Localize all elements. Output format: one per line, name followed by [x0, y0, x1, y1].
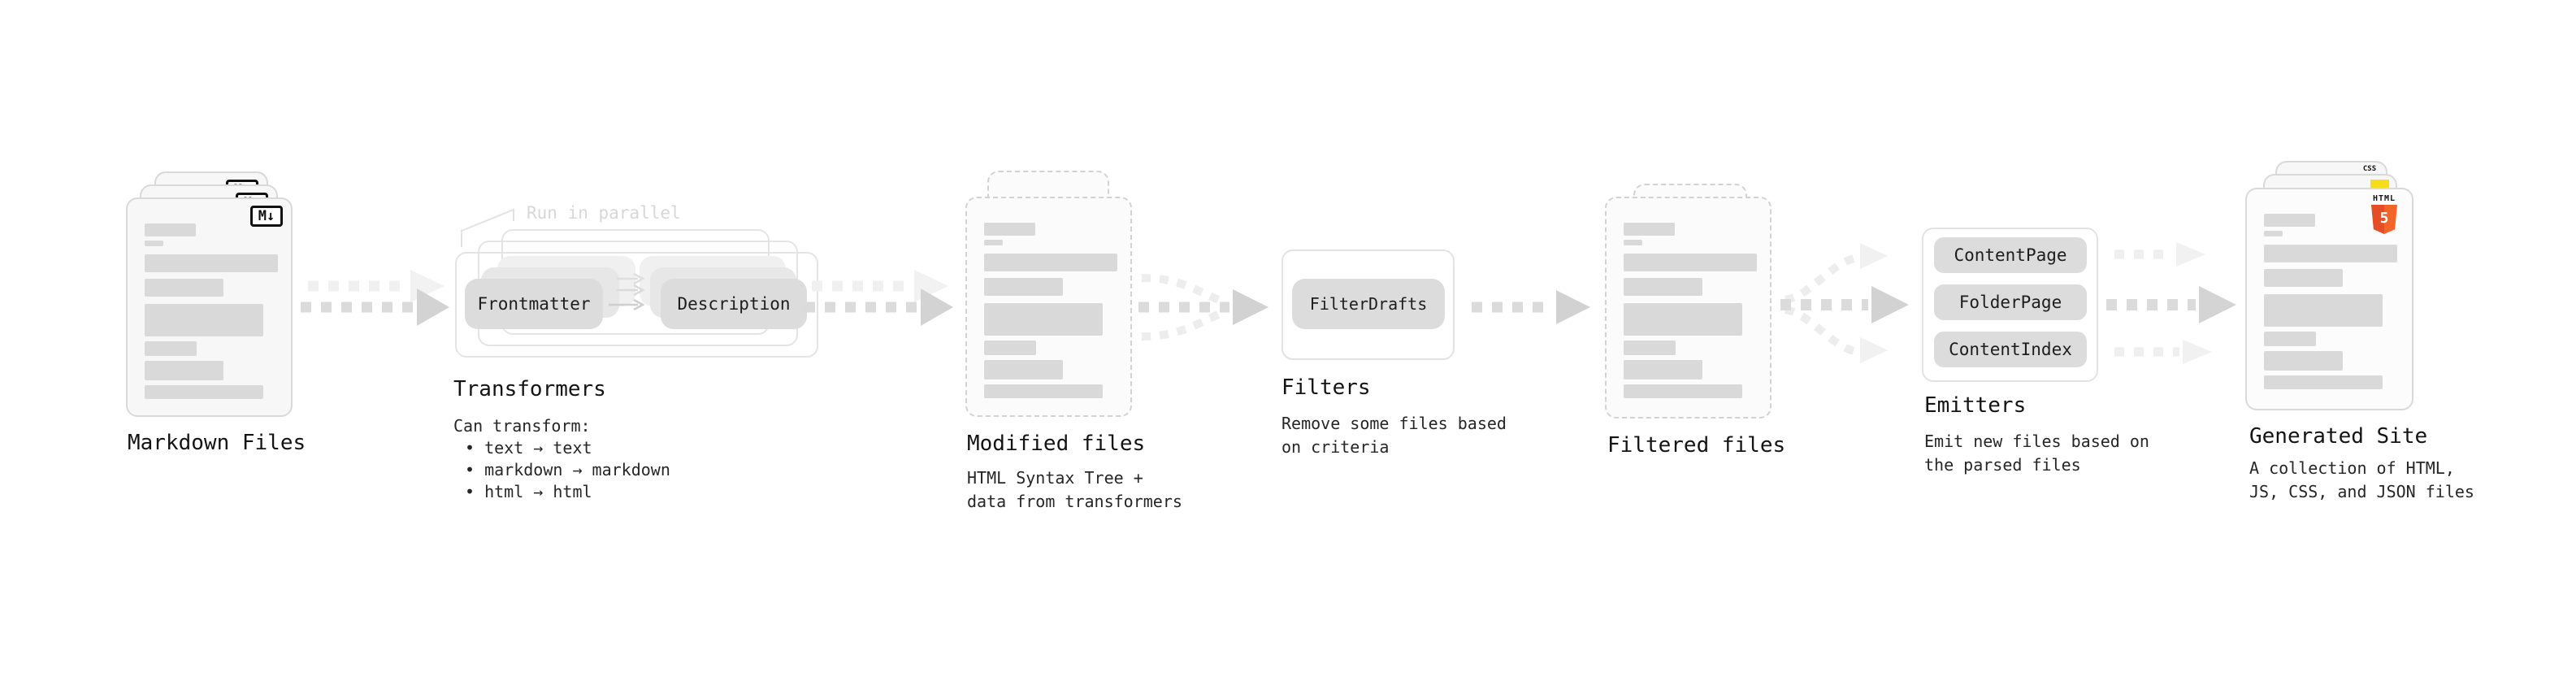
- markdown-files-label: Markdown Files: [128, 431, 306, 455]
- placeholder-bar: [2264, 375, 2383, 389]
- placeholder-bar: [145, 361, 223, 380]
- placeholder-bar: [2264, 332, 2316, 346]
- flow-arrow-modified-to-filters: [1138, 274, 1268, 340]
- capability-item: • text → text: [465, 438, 592, 458]
- contentpage-pill: ContentPage: [1934, 237, 2087, 273]
- file-card: [1605, 197, 1772, 419]
- folderpage-pill: FolderPage: [1934, 284, 2087, 320]
- file-card: [965, 197, 1132, 417]
- markdown-icon: M↓: [250, 206, 283, 227]
- transformers-desc-title: Can transform:: [453, 416, 591, 436]
- placeholder-bar: [1624, 223, 1675, 236]
- generated-site-description: A collection of HTML, JS, CSS, and JSON …: [2249, 458, 2474, 501]
- placeholder-bar: [2264, 245, 2397, 262]
- filterdrafts-pill: FilterDrafts: [1292, 279, 1445, 329]
- placeholder-bar: [2264, 294, 2383, 327]
- placeholder-bar: [1624, 254, 1757, 271]
- html5-five: 5: [2379, 210, 2389, 227]
- frontmatter-pill: Frontmatter: [465, 279, 603, 329]
- placeholder-bar: [2264, 214, 2315, 227]
- placeholder-bar: [145, 254, 278, 272]
- placeholder-bar: [145, 279, 223, 297]
- filters-label: Filters: [1281, 375, 1371, 400]
- capability-item: • markdown → markdown: [465, 460, 670, 479]
- placeholder-bar: [2264, 231, 2283, 236]
- placeholder-bar: [1624, 278, 1702, 296]
- modified-files-description: HTML Syntax Tree + data from transformer…: [967, 468, 1182, 511]
- flow-arrow-transformers-to-modified: [804, 270, 953, 326]
- parallel-arrows-icon: [609, 272, 645, 311]
- html5-word: HTML: [2372, 194, 2396, 203]
- emitters-description: Emit new files based on the parsed files: [1924, 432, 2149, 475]
- flow-arrow-filters-to-filtered: [1472, 290, 1590, 324]
- placeholder-bar: [1624, 384, 1742, 398]
- placeholder-bar: [1624, 240, 1642, 245]
- flow-arrow-markdown-to-transformers: [301, 270, 449, 326]
- flow-arrow-emitters-to-generated: [2106, 242, 2236, 364]
- placeholder-bar: [145, 223, 196, 236]
- placeholder-bar: [984, 340, 1036, 355]
- placeholder-bar: [984, 223, 1035, 236]
- file-card: HTML 5: [2245, 188, 2413, 410]
- placeholder-bar: [984, 278, 1063, 296]
- placeholder-bar: [984, 360, 1063, 380]
- placeholder-bar: [984, 384, 1103, 398]
- capability-item: • html → html: [465, 482, 592, 501]
- generated-site-label: Generated Site: [2249, 424, 2428, 449]
- placeholder-bar: [1624, 340, 1676, 355]
- run-in-parallel-note: Run in parallel: [527, 203, 681, 223]
- placeholder-bar: [145, 385, 263, 399]
- html5-icon: HTML 5: [2365, 194, 2404, 234]
- placeholder-bar: [984, 254, 1117, 271]
- filtered-files-label: Filtered files: [1607, 433, 1786, 458]
- placeholder-bar: [984, 240, 1003, 245]
- description-pill: Description: [661, 279, 807, 329]
- note-leader-line: [461, 208, 514, 247]
- file-card: M↓: [126, 197, 293, 417]
- placeholder-bar: [1624, 360, 1702, 380]
- placeholder-bar: [2264, 351, 2343, 371]
- contentindex-pill: ContentIndex: [1934, 332, 2087, 367]
- filters-description: Remove some files based on criteria: [1281, 414, 1507, 457]
- placeholder-bar: [2264, 269, 2343, 287]
- flow-arrow-filtered-to-emitters: [1780, 243, 1909, 363]
- placeholder-bar: [145, 341, 197, 356]
- placeholder-bar: [984, 303, 1103, 336]
- css-badge-text: CSS: [2362, 165, 2377, 173]
- placeholder-bar: [145, 241, 163, 246]
- placeholder-bar: [1624, 303, 1742, 336]
- transformer-box: [455, 252, 818, 358]
- emitters-label: Emitters: [1924, 393, 2027, 418]
- placeholder-bar: [145, 304, 263, 336]
- modified-files-label: Modified files: [967, 432, 1146, 456]
- transformers-label: Transformers: [453, 377, 606, 401]
- transformers-capabilities-list: • text → text • markdown → markdown • ht…: [455, 437, 670, 503]
- html5-shield: 5: [2371, 205, 2397, 234]
